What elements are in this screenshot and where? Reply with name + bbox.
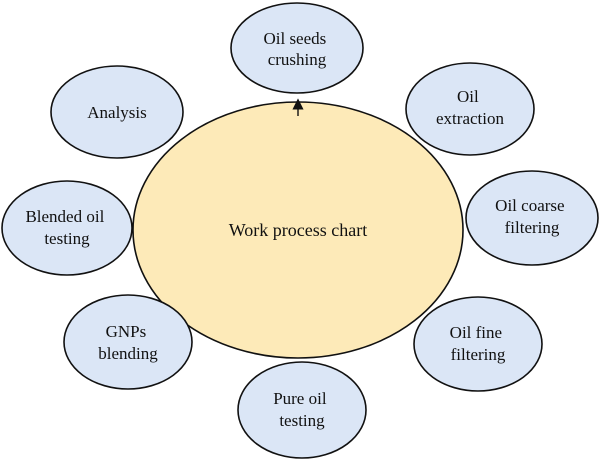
node-oil-extraction-ellipse — [405, 62, 535, 156]
node-analysis-line-1: Analysis — [87, 103, 147, 122]
node-oil-fine-filtering-line-1: Oil fine — [450, 323, 502, 342]
process-node-blended-oil-testing: Blended oil testing — [1, 180, 133, 276]
node-oil-seeds-crushing-line-1: Oil seeds — [263, 29, 326, 48]
process-node-oil-seeds-crushing: Oil seeds crushing — [230, 2, 364, 94]
node-oil-extraction-line-1: Oil — [457, 87, 479, 106]
node-oil-seeds-crushing-line-2: crushing — [268, 50, 327, 69]
node-oil-coarse-filtering-label: Oil coarse filtering — [495, 196, 569, 237]
node-pure-oil-testing-ellipse — [237, 361, 367, 459]
process-node-analysis: Analysis — [50, 65, 184, 159]
node-oil-coarse-filtering-line-1: Oil coarse — [495, 196, 564, 215]
node-oil-fine-filtering-label: Oil fine filtering — [450, 323, 507, 364]
center-label: Work process chart — [229, 220, 368, 240]
process-node-oil-coarse-filtering: Oil coarse filtering — [465, 170, 599, 266]
process-node-oil-extraction: Oil extraction — [405, 62, 535, 156]
node-pure-oil-testing-line-1: Pure oil — [273, 389, 327, 408]
node-blended-oil-testing-ellipse — [1, 180, 133, 276]
process-node-gnps-blending: GNPs blending — [63, 294, 193, 390]
node-gnps-blending-line-1: GNPs — [106, 322, 147, 341]
process-node-pure-oil-testing: Pure oil testing — [237, 361, 367, 459]
node-gnps-blending-label: GNPs blending — [98, 322, 158, 363]
node-oil-fine-filtering-line-2: filtering — [451, 345, 506, 364]
node-oil-extraction-label: Oil extraction — [436, 87, 504, 128]
node-analysis-label: Analysis — [87, 103, 147, 122]
node-oil-extraction-line-2: extraction — [436, 109, 504, 128]
node-analysis-ellipse — [50, 65, 184, 159]
node-blended-oil-testing-line-1: Blended oil — [25, 207, 104, 226]
center-node: Work process chart — [132, 101, 464, 359]
node-pure-oil-testing-label: Pure oil testing — [273, 389, 331, 430]
node-oil-coarse-filtering-line-2: filtering — [505, 218, 560, 237]
node-oil-fine-filtering-ellipse — [413, 296, 543, 392]
process-node-oil-fine-filtering: Oil fine filtering — [413, 296, 543, 392]
node-gnps-blending-line-2: blending — [98, 344, 158, 363]
node-oil-coarse-filtering-ellipse — [465, 170, 599, 266]
node-blended-oil-testing-line-2: testing — [44, 229, 90, 248]
node-oil-seeds-crushing-ellipse — [230, 2, 364, 94]
node-gnps-blending-ellipse — [63, 294, 193, 390]
node-blended-oil-testing-label: Blended oil testing — [25, 207, 108, 248]
node-oil-seeds-crushing-label: Oil seeds crushing — [263, 29, 330, 69]
node-pure-oil-testing-line-2: testing — [279, 411, 325, 430]
